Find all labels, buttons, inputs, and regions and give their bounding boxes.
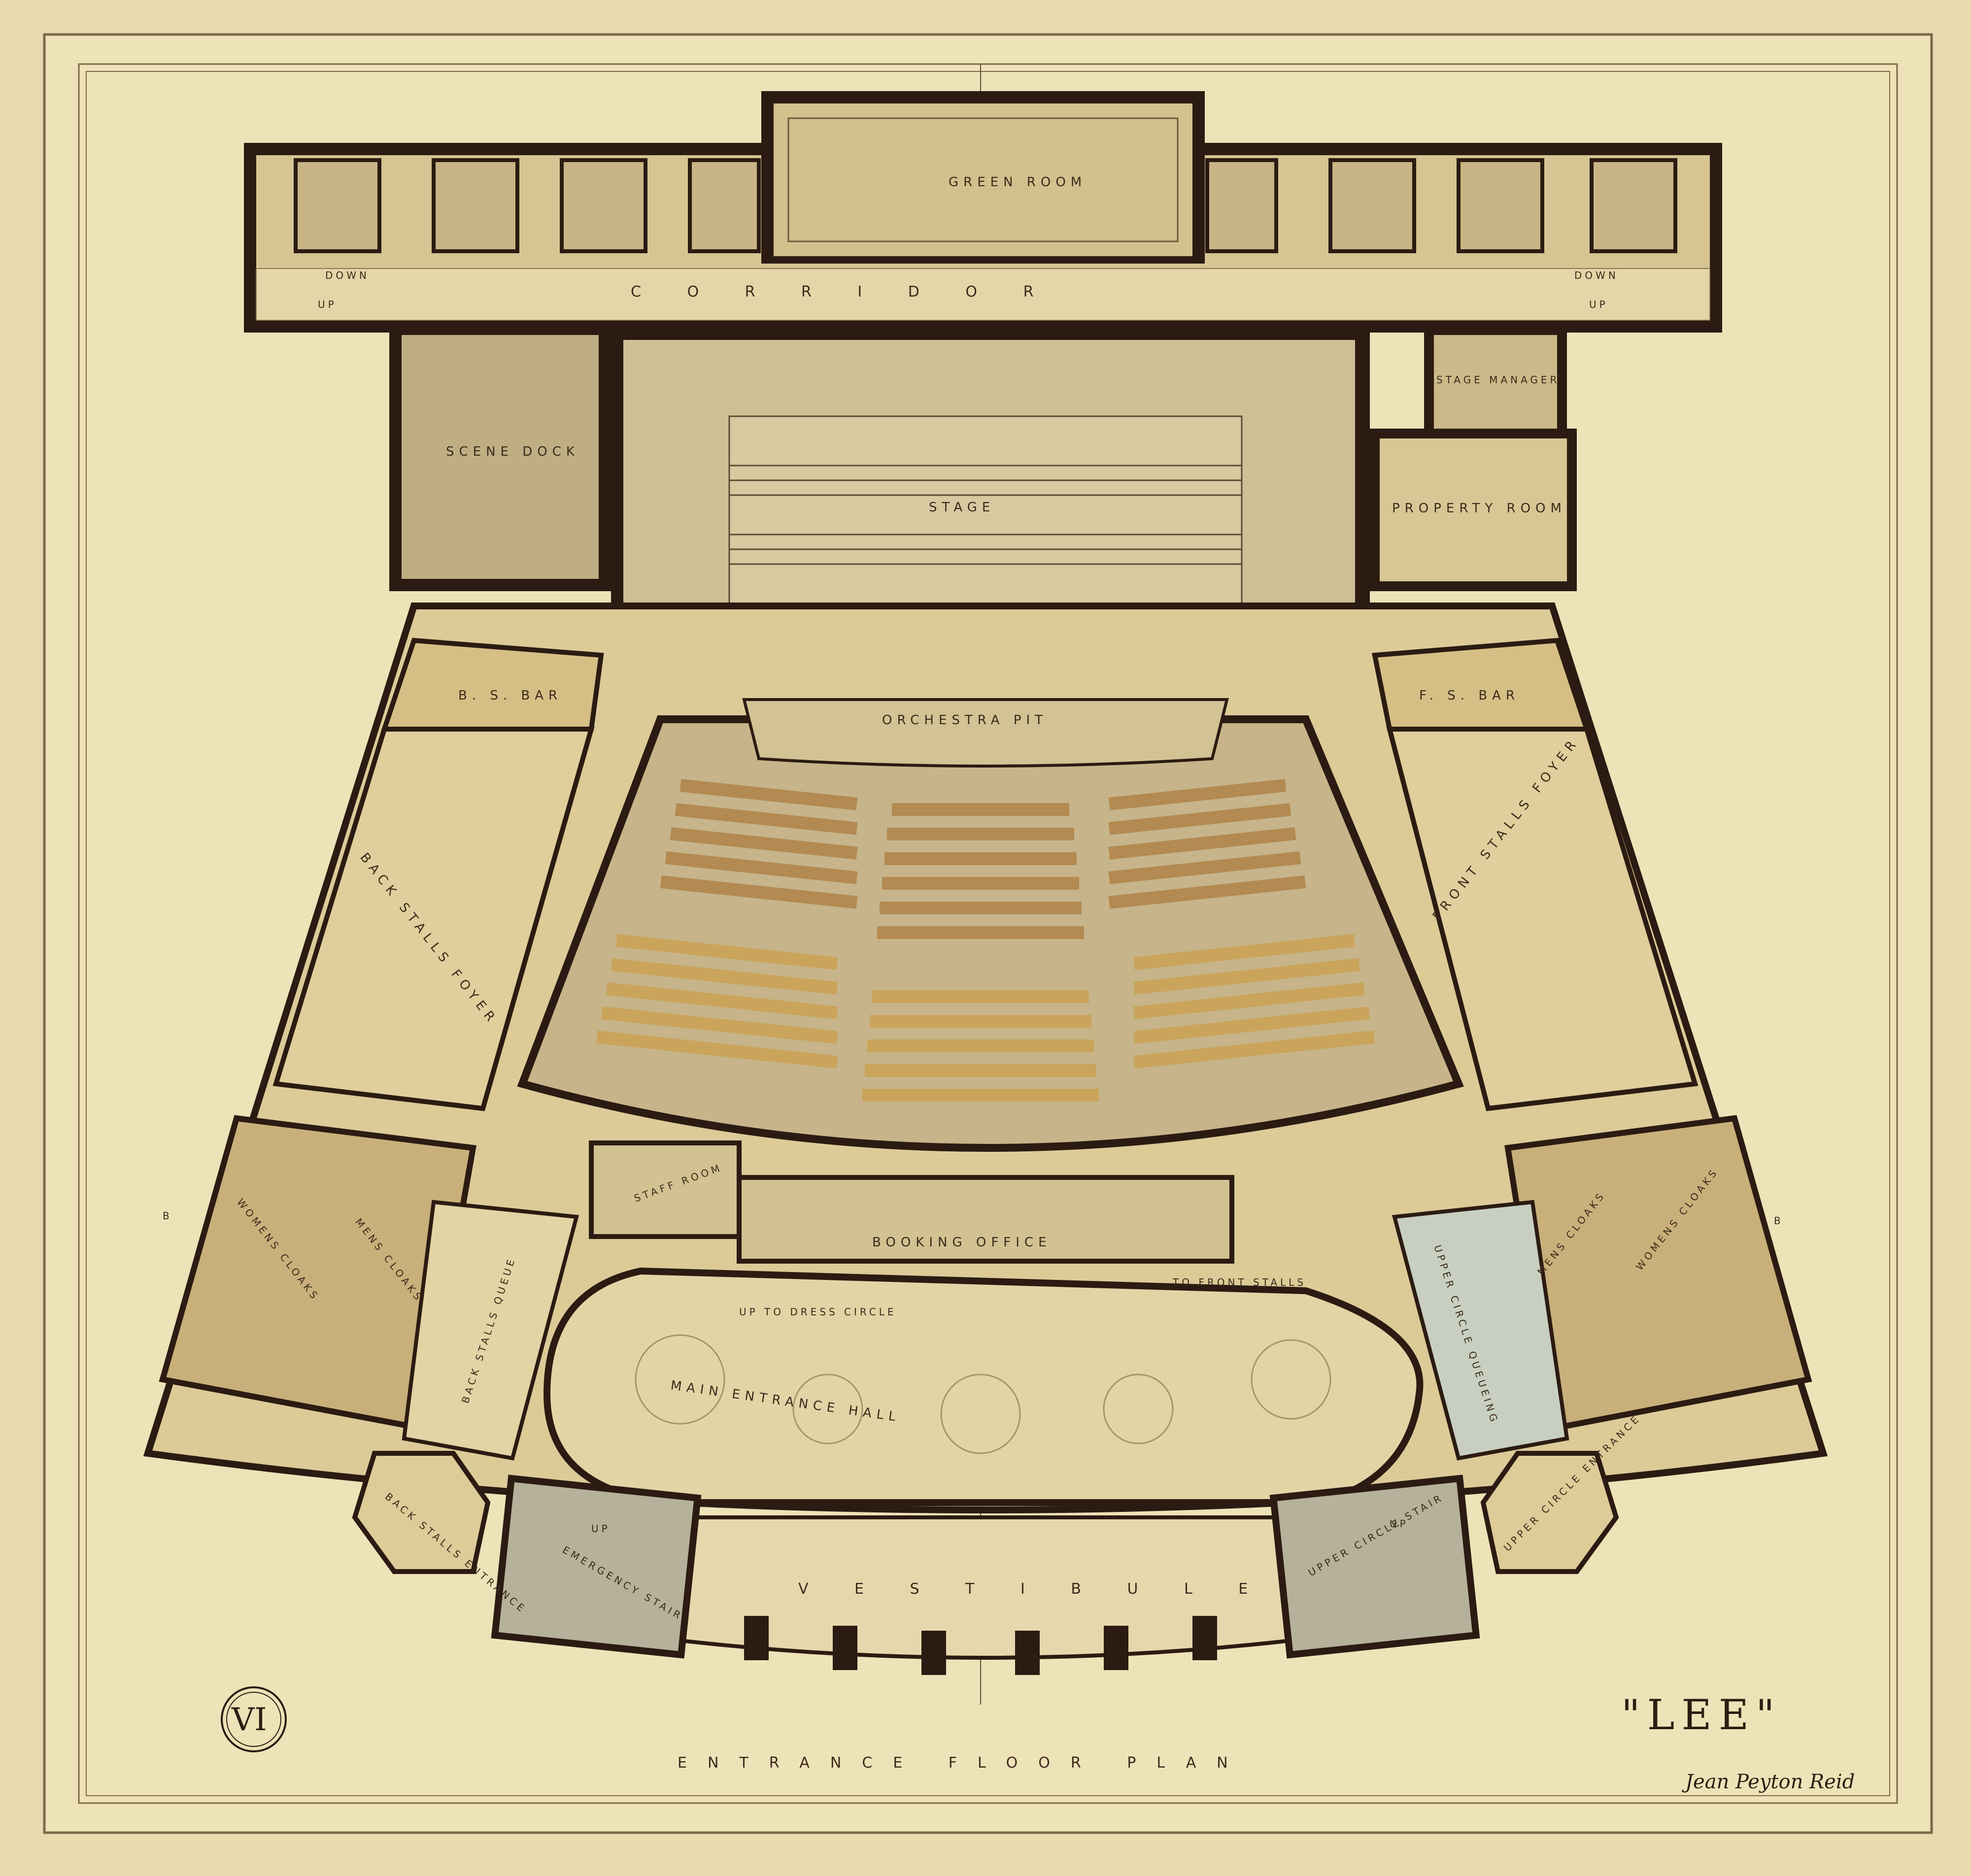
- upper-circle-stair-area: [1269, 1474, 1480, 1659]
- signature: Jean Peyton Reid: [1682, 1771, 1855, 1793]
- corridor-down-left-label: DOWN: [325, 269, 370, 281]
- scene-dock-label: SCENE DOCK: [446, 444, 579, 459]
- corridor-up-right-label: UP: [1589, 299, 1608, 310]
- vestibule-label: V E S T I B U L E: [798, 1580, 1268, 1598]
- emergency-stair-up-label: UP: [591, 1523, 611, 1535]
- booking-office-label: BOOKING OFFICE: [872, 1235, 1052, 1250]
- dressing-room-wing: [244, 91, 1722, 333]
- corridor-label: C O R R I D O R: [631, 283, 1054, 301]
- stage-manager-area: [1434, 335, 1557, 429]
- green-room-label: GREEN ROOM: [949, 175, 1087, 190]
- orchestra-pit-area: [742, 698, 1229, 768]
- corridor-down-right-label: DOWN: [1574, 269, 1619, 281]
- green-room-area: [774, 103, 1192, 256]
- corridor-area: [256, 268, 1710, 321]
- plate-number: VI: [231, 1702, 267, 1738]
- up-to-dress-circle-label: UP TO DRESS CIRCLE: [739, 1306, 897, 1318]
- inner-border-2: [86, 71, 1890, 1796]
- emergency-stair-area: [491, 1474, 702, 1659]
- to-front-stalls-label: TO FRONT STALLS: [1172, 1276, 1306, 1288]
- main-entrance-hall-area: [352, 1200, 1619, 1675]
- stage-manager-label: STAGE MANAGER: [1436, 374, 1560, 386]
- inner-border: [78, 63, 1898, 1804]
- booking-row: [589, 1140, 1234, 1264]
- section-mark-b-left: B: [163, 1210, 172, 1222]
- property-room-area: [1380, 438, 1567, 581]
- section-mark-b-right: B: [1774, 1215, 1784, 1227]
- orchestra-pit-label: ORCHESTRA PIT: [882, 713, 1048, 728]
- plate-number-circle: [221, 1686, 287, 1752]
- bs-bar-label: B. S. BAR: [458, 688, 562, 703]
- stage-label: STAGE: [929, 500, 995, 515]
- side-foyers: [159, 637, 1812, 1433]
- drawing-subtitle: ENTRANCE FLOOR PLAN: [678, 1754, 1249, 1772]
- auditorium: [143, 603, 1828, 1513]
- property-room-label: PROPERTY ROOM: [1392, 501, 1566, 516]
- fs-bar-label: F. S. BAR: [1419, 688, 1520, 703]
- scene-dock-area: [402, 335, 599, 579]
- drawing-title: "LEE": [1621, 1691, 1782, 1739]
- corridor-up-left-label: UP: [318, 299, 337, 310]
- upper-circle-stair-up-label: UP: [1390, 1518, 1409, 1530]
